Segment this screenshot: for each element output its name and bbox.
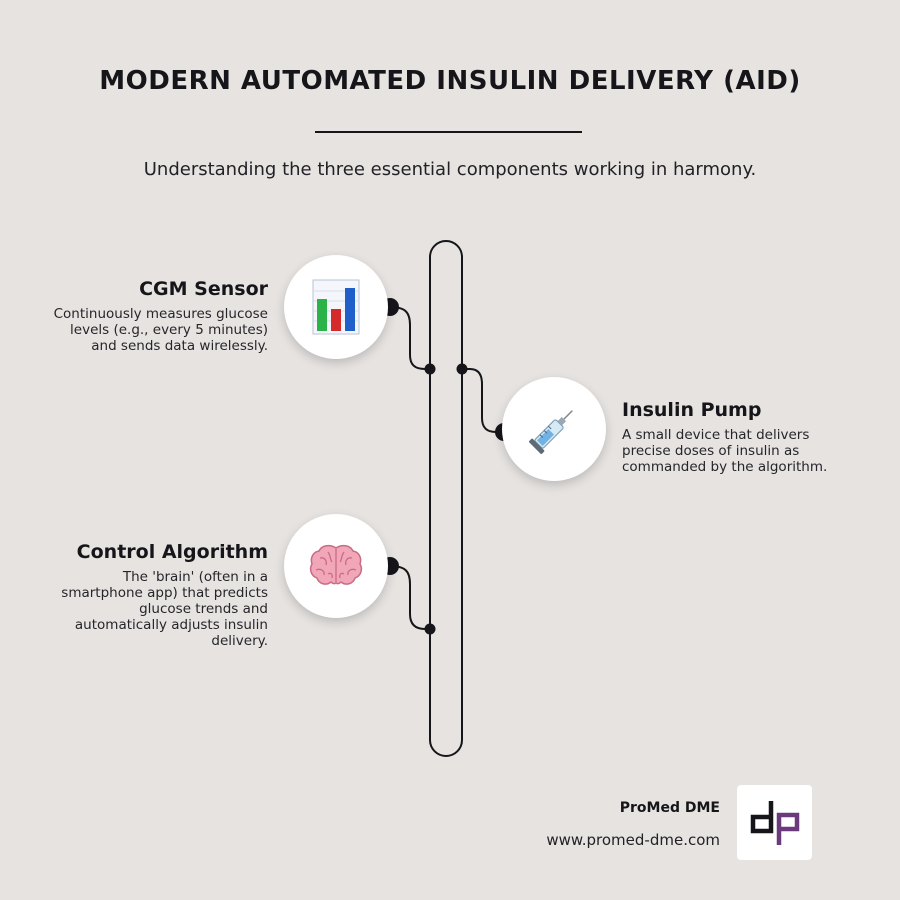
pump-title: Insulin Pump [622,399,762,421]
pump-junction-dot [456,363,468,375]
pump-icon-circle [502,377,606,481]
algorithm-label: Control Algorithm The 'brain' (often in … [48,541,268,649]
pump-description: A small device that delivers precise dos… [622,427,828,475]
brain-icon [309,544,363,585]
cgm-connector-line [389,306,430,370]
syringe-icon [528,410,573,455]
brand-name: ProMed DME [619,800,720,816]
algorithm-icon-circle [284,514,388,618]
pump-label: Insulin Pump A small device that deliver… [622,399,854,475]
central-loop [429,240,463,757]
algorithm-title: Control Algorithm [76,541,268,563]
page-subtitle: Understanding the three essential compon… [143,159,757,180]
cgm-icon-circle [284,255,388,359]
brand-logo [737,785,812,860]
cgm-description: Continuously measures glucose levels (e.… [53,306,268,354]
promed-logo-icon [750,800,799,845]
cgm-label: CGM Sensor Continuously measures glucose… [48,278,268,354]
brand-url[interactable]: www.promed-dme.com [546,831,720,849]
algorithm-connector-line [389,565,430,630]
title-divider [315,131,582,133]
bar-chart-icon [312,279,360,335]
pump-connector-line [462,368,504,433]
cgm-title: CGM Sensor [139,278,268,300]
algorithm-junction-dot [424,623,436,635]
cgm-junction-dot [424,363,436,375]
algorithm-description: The 'brain' (often in a smartphone app) … [61,569,268,649]
page-title: MODERN AUTOMATED INSULIN DELIVERY (AID) [99,66,801,96]
